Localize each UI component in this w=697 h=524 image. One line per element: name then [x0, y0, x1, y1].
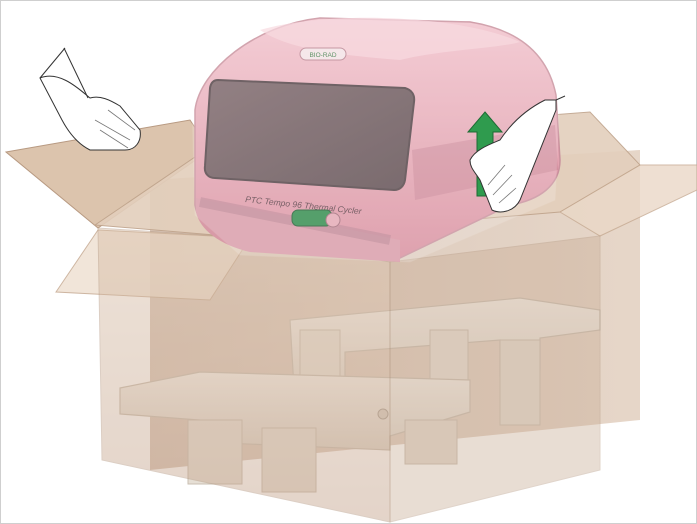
- box-front-wall: [98, 228, 600, 522]
- hand-icon: [40, 48, 140, 150]
